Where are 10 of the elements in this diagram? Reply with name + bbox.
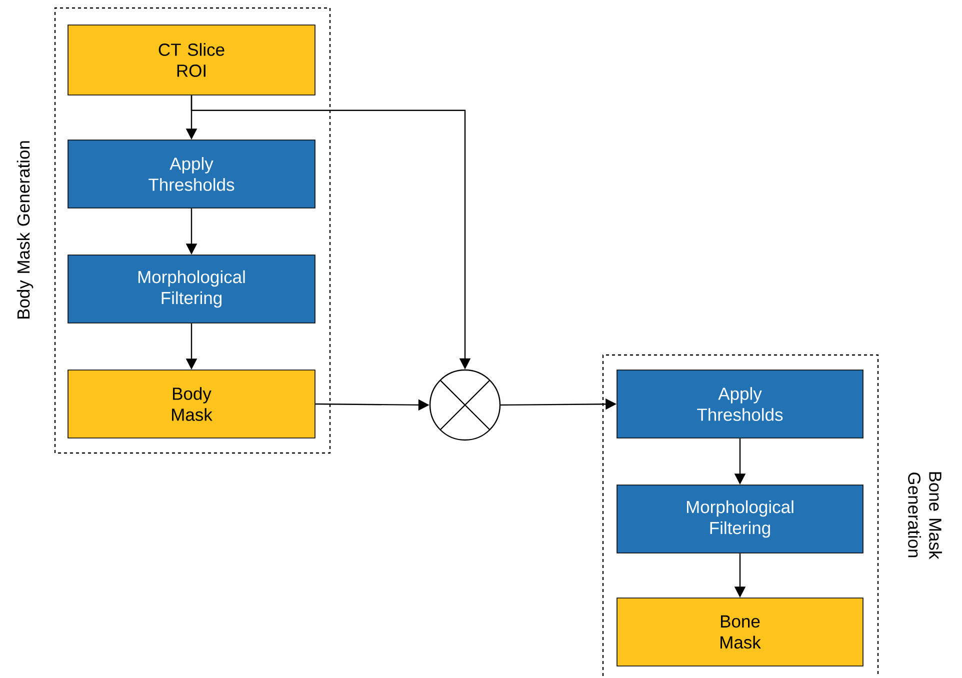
process-box: Morphological Filtering xyxy=(68,254,316,324)
process-box: Apply Thresholds xyxy=(616,370,864,438)
multiply-circle xyxy=(429,369,501,441)
process-box: Body Mask xyxy=(68,370,316,438)
process-box: CT Slice ROI xyxy=(68,24,316,96)
process-box: Morphological Filtering xyxy=(616,484,864,554)
process-box: Apply Thresholds xyxy=(68,140,316,208)
group-heading: Body Mask Generation xyxy=(16,141,34,319)
group-heading: Bone Mask Generation xyxy=(908,472,942,560)
process-box: Bone Mask xyxy=(616,598,864,666)
